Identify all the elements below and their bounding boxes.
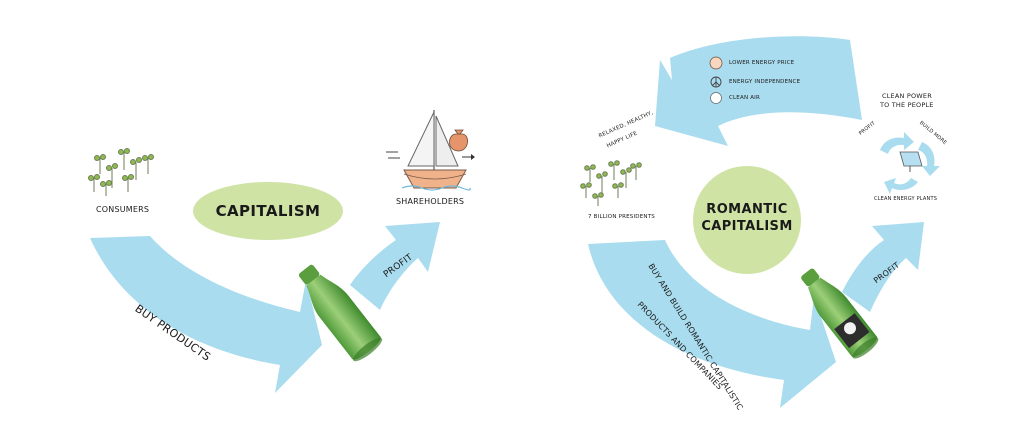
sailboat-icon	[386, 110, 471, 191]
profit-arrow-left	[350, 222, 440, 310]
capitalism-ellipse	[193, 182, 343, 240]
romantic-title-line1: ROMANTIC	[706, 202, 788, 217]
consumers-label: CONSUMERS	[96, 205, 150, 214]
top-item-energy-independence: ENERGY INDEPENDENCE	[729, 79, 801, 85]
presidents-trees-icon	[580, 160, 642, 206]
solar-panel-icon	[899, 151, 923, 172]
romantic-capitalism-circle	[693, 166, 801, 274]
buy-products-arrow	[90, 236, 322, 393]
profit-arrow-right	[842, 222, 924, 312]
bottle-left-icon	[298, 264, 383, 362]
capitalism-title: CAPITALISM	[215, 202, 321, 220]
money-bag-icon	[449, 129, 475, 160]
top-item-clean-air: CLEAN AIR	[729, 95, 761, 101]
clean-power-cycle	[880, 132, 940, 194]
romantic-title-line2: CAPITALISM	[701, 219, 793, 234]
peace-sign-icon	[710, 76, 722, 88]
buy-build-arrow	[588, 240, 836, 408]
clean-power-line1: CLEAN POWER	[882, 92, 932, 100]
money-bag-small-icon	[709, 56, 723, 70]
cycle-plants-label: CLEAN ENERGY PLANTS	[874, 196, 938, 202]
shareholders-label: SHAREHOLDERS	[396, 197, 465, 206]
presidents-label: 7 BILLION PRESIDENTS	[588, 214, 655, 220]
consumers-trees-icon	[88, 148, 154, 196]
bottle-right-icon	[801, 268, 879, 359]
top-item-lower-energy-price: LOWER ENERGY PRICE	[729, 60, 795, 66]
top-arc-arrow	[655, 36, 862, 146]
clean-power-line2: TO THE PEOPLE	[880, 101, 934, 109]
clean-air-icon	[710, 92, 722, 104]
